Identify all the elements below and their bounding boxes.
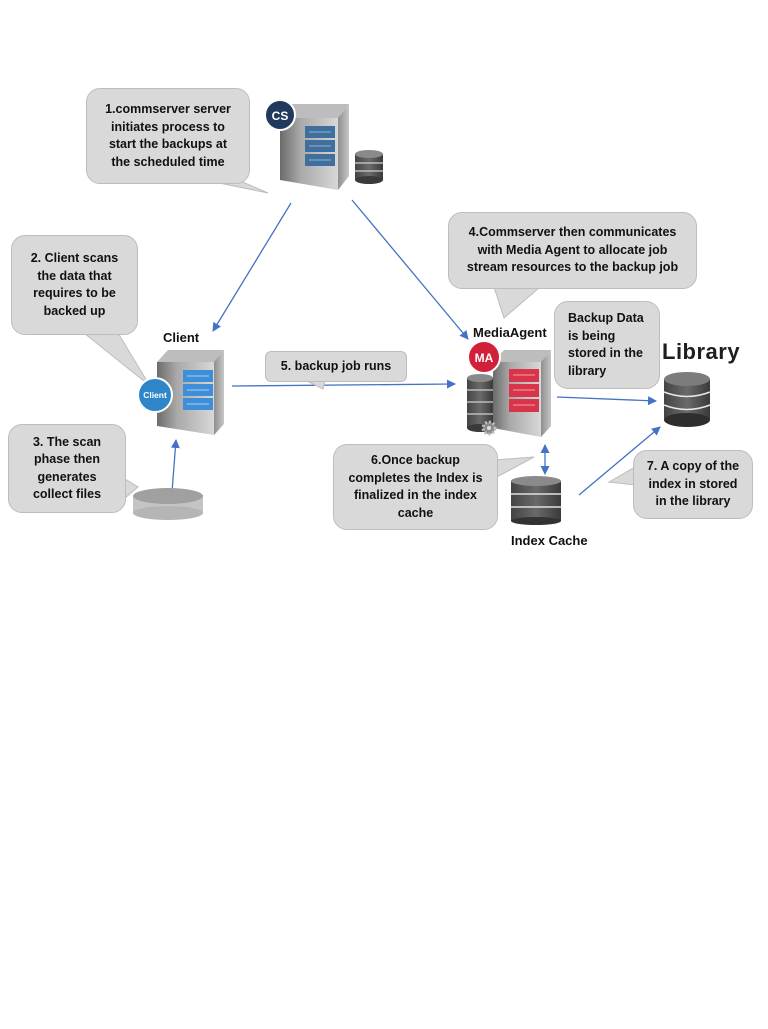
cs-badge-text: CS: [272, 109, 289, 123]
arrow-collect-to-client: [170, 439, 180, 493]
callout6-tail: [494, 456, 535, 479]
mediaagent-label: MediaAgent: [473, 325, 547, 340]
callout-commserver-initiates: 1.commserver server initiates process to…: [86, 88, 250, 184]
client-badge-icon: Client: [137, 377, 173, 413]
gear-icon: [481, 420, 497, 436]
client-server-icon: [157, 350, 224, 435]
arrow-indexcache-to-library: [578, 426, 661, 496]
client-badge-text: Client: [143, 390, 167, 400]
callout-index-finalized: 6.Once backup completes the Index is fin…: [333, 444, 498, 530]
commserver-database-icon: [355, 150, 383, 184]
mediaagent-database-icon: [467, 374, 493, 432]
ma-badge-icon: MA: [467, 340, 501, 374]
callout-commserver-mediaagent: 4.Commserver then communicates with Medi…: [448, 212, 697, 289]
library-label: Library: [662, 339, 741, 364]
library-database-icon: [663, 372, 711, 427]
mediaagent-server-icon: [493, 350, 551, 437]
callout-index-copy: 7. A copy of the index in stored in the …: [633, 450, 753, 519]
callout-client-scans: 2. Client scans the data that requires t…: [11, 235, 138, 335]
cs-badge-icon: CS: [264, 99, 296, 131]
index-cache-label: Index Cache: [511, 533, 588, 548]
callout7-tail: [607, 466, 636, 486]
ma-badge-text: MA: [475, 351, 494, 365]
callout2-tail: [82, 332, 151, 387]
client-label: Client: [163, 330, 200, 345]
callout-backup-data-stored: Backup Data is being stored in the libra…: [554, 301, 660, 389]
arrow-cs-to-mediaagent: [351, 199, 469, 340]
commserver-server-icon: [280, 104, 349, 190]
arrow-client-to-mediaagent: [231, 379, 456, 389]
arrow-cs-to-client: [212, 202, 292, 332]
arrow-mediaagent-to-library: [556, 396, 657, 406]
callout-scan-phase: 3. The scan phase then generates collect…: [8, 424, 126, 513]
callout4-tail: [493, 286, 542, 319]
callout-backup-job-runs: 5. backup job runs: [265, 351, 407, 382]
collect-files-disk-icon: [133, 488, 203, 520]
index-cache-database-icon: [511, 476, 561, 525]
